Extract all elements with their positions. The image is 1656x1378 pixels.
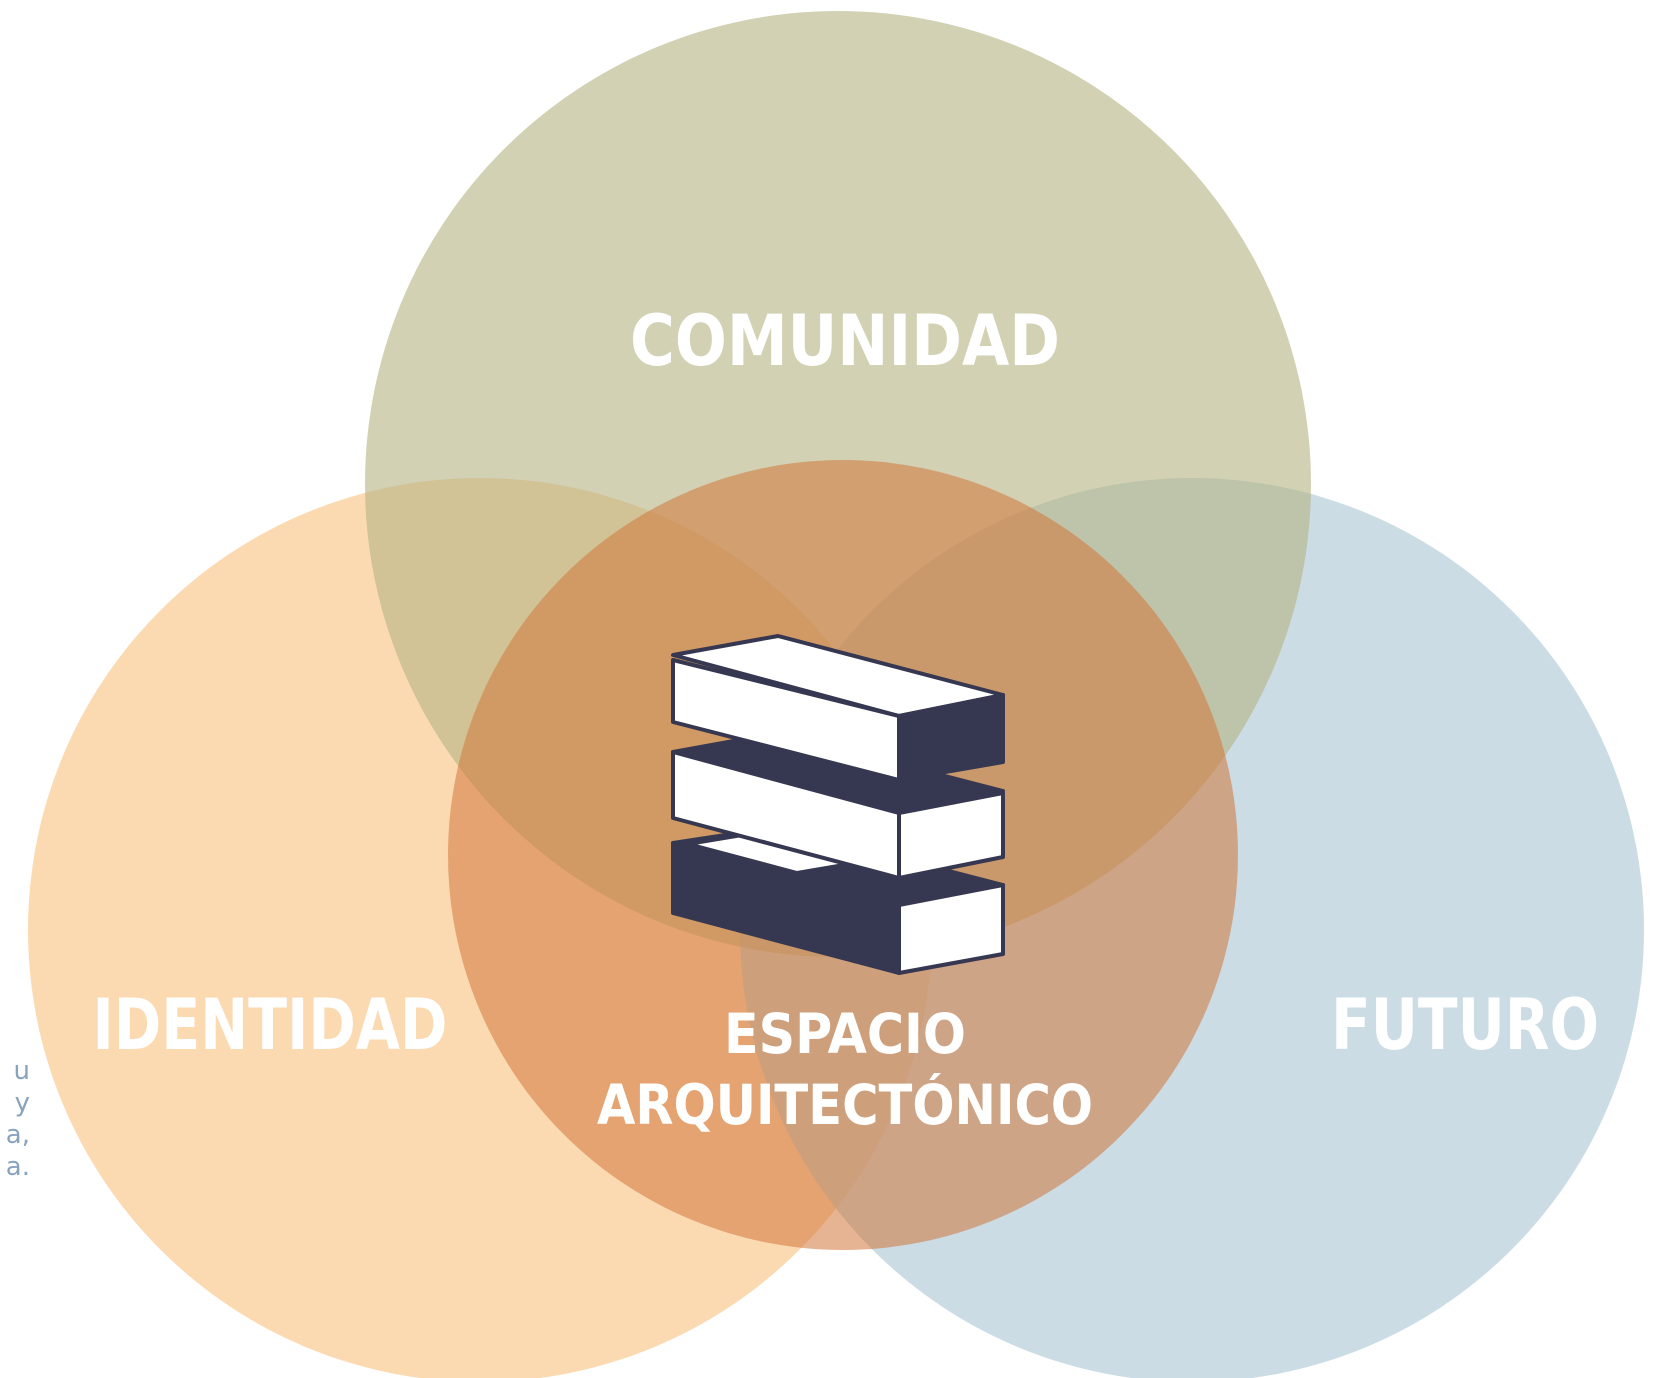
- label-espacio-line2: ARQUITECTÓNICO: [597, 1073, 1093, 1137]
- side-text-line-2: y: [15, 1088, 30, 1118]
- side-text-line-1: u: [14, 1056, 30, 1086]
- label-futuro: FUTURO: [1331, 984, 1599, 1066]
- side-text-line-3: a,: [6, 1120, 30, 1150]
- label-espacio-line1: ESPACIO: [724, 1002, 966, 1066]
- stacked-blocks-icon: [671, 634, 1005, 975]
- label-comunidad: COMUNIDAD: [630, 300, 1060, 382]
- side-text-line-4: a.: [6, 1152, 30, 1182]
- label-identidad: IDENTIDAD: [93, 984, 448, 1066]
